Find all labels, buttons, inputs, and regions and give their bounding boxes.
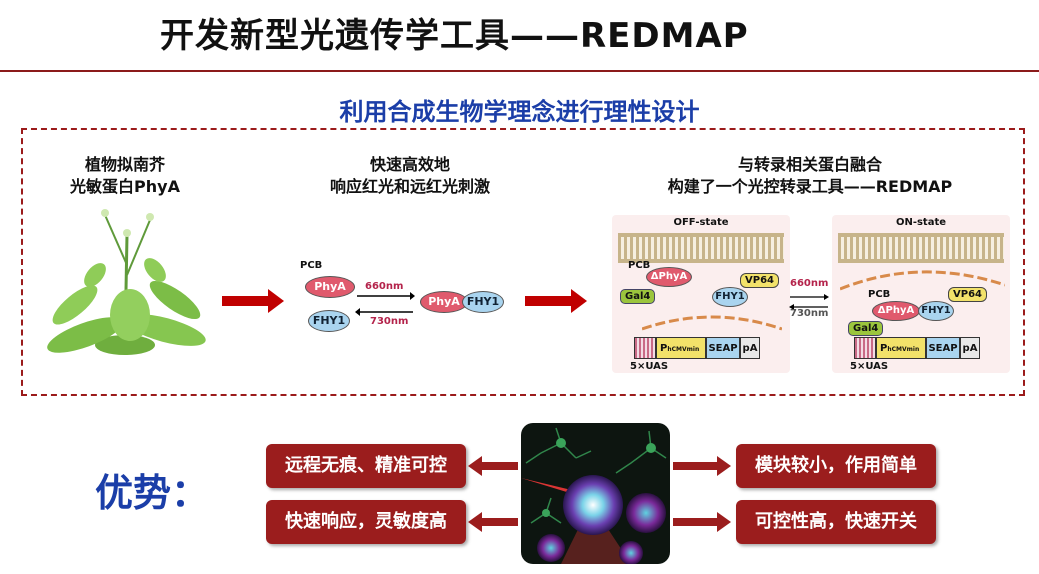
label-730nm-right: 730nm <box>790 308 829 319</box>
fhy1-on: FHY1 <box>918 301 954 321</box>
step2-caption: 快速高效地 响应红光和远红光刺激 <box>300 154 520 198</box>
promoter-on: PhCMVmin <box>876 337 926 359</box>
seap-gene-off: SEAP <box>706 337 740 359</box>
pcb-label-off: PCB <box>628 260 651 271</box>
phya-bound: PhyA <box>420 291 468 313</box>
cell-membrane <box>618 233 784 263</box>
arrow-to-right1 <box>673 456 731 476</box>
arrow-to-left2 <box>468 512 518 532</box>
step2-line2: 响应红光和远红光刺激 <box>329 177 490 196</box>
uas-label-on: 5×UAS <box>850 361 889 372</box>
slide-title: 开发新型光遗传学工具——REDMAP <box>160 16 749 56</box>
step3-line2: 构建了一个光控转录工具——REDMAP <box>667 177 953 196</box>
vp64-off: VP64 <box>740 273 779 288</box>
pcb-label-on: PCB <box>868 289 891 300</box>
design-flow-box <box>21 128 1025 396</box>
cell-membrane-on <box>838 233 1004 263</box>
step3-line1: 与转录相关蛋白融合 <box>737 155 882 174</box>
step1-line2: 光敏蛋白PhyA <box>70 177 180 196</box>
step1-caption: 植物拟南芥 光敏蛋白PhyA <box>50 154 200 198</box>
off-state-label: OFF-state <box>673 217 729 228</box>
label-660nm-right: 660nm <box>790 278 829 289</box>
step3-caption: 与转录相关蛋白融合 构建了一个光控转录工具——REDMAP <box>620 154 1000 198</box>
title-divider <box>0 70 1039 72</box>
dphya-on: ΔPhyA <box>872 301 920 321</box>
seap-gene-on: SEAP <box>926 337 960 359</box>
fhy1-bound: FHY1 <box>462 291 504 313</box>
fhy1-free: FHY1 <box>308 310 350 332</box>
switch-arrows-icon <box>789 294 829 310</box>
advantage-small-simple: 模块较小，作用简单 <box>736 444 936 488</box>
label-660nm: 660nm <box>365 281 404 292</box>
uas-label-off: 5×UAS <box>630 361 669 372</box>
gal4-off: Gal4 <box>620 289 656 304</box>
label-730nm: 730nm <box>370 316 409 327</box>
promoter-off: PhCMVmin <box>656 337 706 359</box>
arrow-to-right2 <box>673 512 731 532</box>
uas-sites-on <box>854 337 876 359</box>
advantage-remote-precise: 远程无痕、精准可控 <box>266 444 466 488</box>
pcb-label: PCB <box>300 260 323 271</box>
arrow-to-left1 <box>468 456 518 476</box>
off-state-panel: OFF-state PCB ΔPhyA Gal4 VP64 FHY1 PhCMV… <box>612 215 790 373</box>
pa-on: pA <box>960 337 980 359</box>
dphya-off: ΔPhyA <box>646 267 692 287</box>
advantage-controllable-fast: 可控性高，快速开关 <box>736 500 936 544</box>
phya-protein: PhyA <box>305 276 355 298</box>
step1-line1: 植物拟南芥 <box>84 155 165 174</box>
pa-off: pA <box>740 337 760 359</box>
nuclear-membrane-on <box>840 270 1005 291</box>
slide-subtitle: 利用合成生物学理念进行理性设计 <box>339 98 700 126</box>
gal4-on: Gal4 <box>848 321 884 336</box>
reversible-arrows-icon <box>355 292 415 316</box>
advantages-heading: 优势： <box>95 471 210 515</box>
nuclear-membrane <box>642 315 782 331</box>
arabidopsis-plant-image <box>47 209 206 355</box>
on-state-label: ON-state <box>895 217 947 228</box>
flow-arrow-1 <box>222 289 284 313</box>
step2-line1: 快速高效地 <box>369 155 450 174</box>
advantage-fast-sensitive: 快速响应，灵敏度高 <box>266 500 466 544</box>
optogenetic-cells-image <box>521 423 670 564</box>
on-state-panel: ON-state PCB VP64 ΔPhyA FHY1 Gal4 PhCMVm… <box>832 215 1010 373</box>
fhy1-off: FHY1 <box>712 287 748 307</box>
uas-sites-off <box>634 337 656 359</box>
flow-arrow-2 <box>525 289 587 313</box>
vp64-on: VP64 <box>948 287 987 302</box>
